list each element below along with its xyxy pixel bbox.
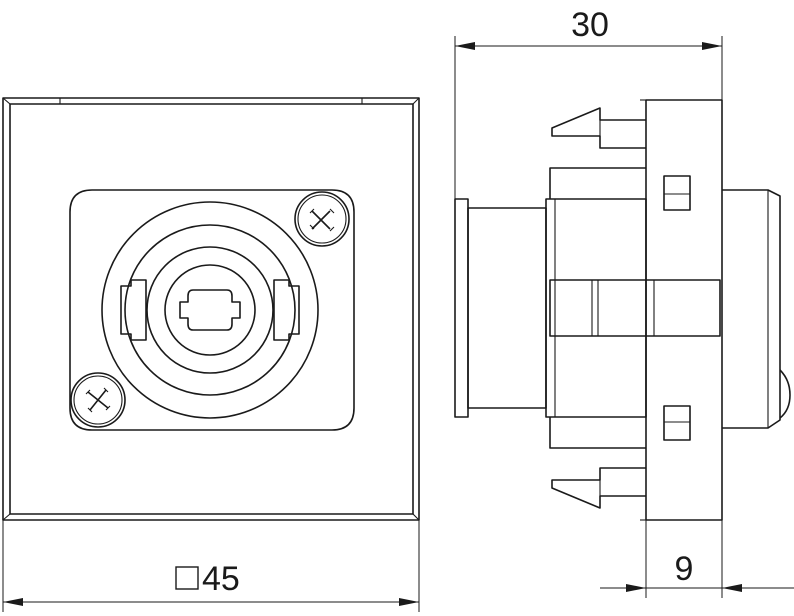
latch-clip-bottom: [551, 467, 646, 509]
screw-bottom-left-icon: [70, 372, 126, 428]
screw-top-right-icon: [294, 191, 350, 247]
socket-outer-ring: [101, 201, 319, 419]
rear-housing: [722, 189, 781, 429]
front-frame-inner: [9, 103, 414, 515]
front-plate: [645, 99, 723, 521]
center-slide: [549, 279, 721, 337]
socket-inner-ring: [146, 246, 274, 374]
connector-plate: [69, 189, 355, 431]
front-frame-outer: [2, 97, 420, 521]
dimension-45-label: 45: [202, 560, 240, 598]
side-body: [545, 198, 647, 418]
latch-clip-top: [551, 107, 646, 149]
front-view: [2, 97, 420, 521]
dimension-9-label: 9: [675, 550, 694, 588]
square-symbol-icon: [175, 566, 199, 590]
dimension-45: 45: [2, 520, 420, 612]
socket-keyway: [120, 279, 147, 341]
dimension-9: 9: [600, 520, 794, 598]
socket-center-pin: [179, 289, 241, 331]
dimension-30-label: 30: [571, 6, 609, 44]
rear-flange: [454, 198, 469, 418]
dimension-30: 30: [454, 6, 723, 199]
socket-middle-ring: [124, 224, 296, 396]
side-view: [454, 99, 791, 521]
barrel: [467, 207, 547, 409]
